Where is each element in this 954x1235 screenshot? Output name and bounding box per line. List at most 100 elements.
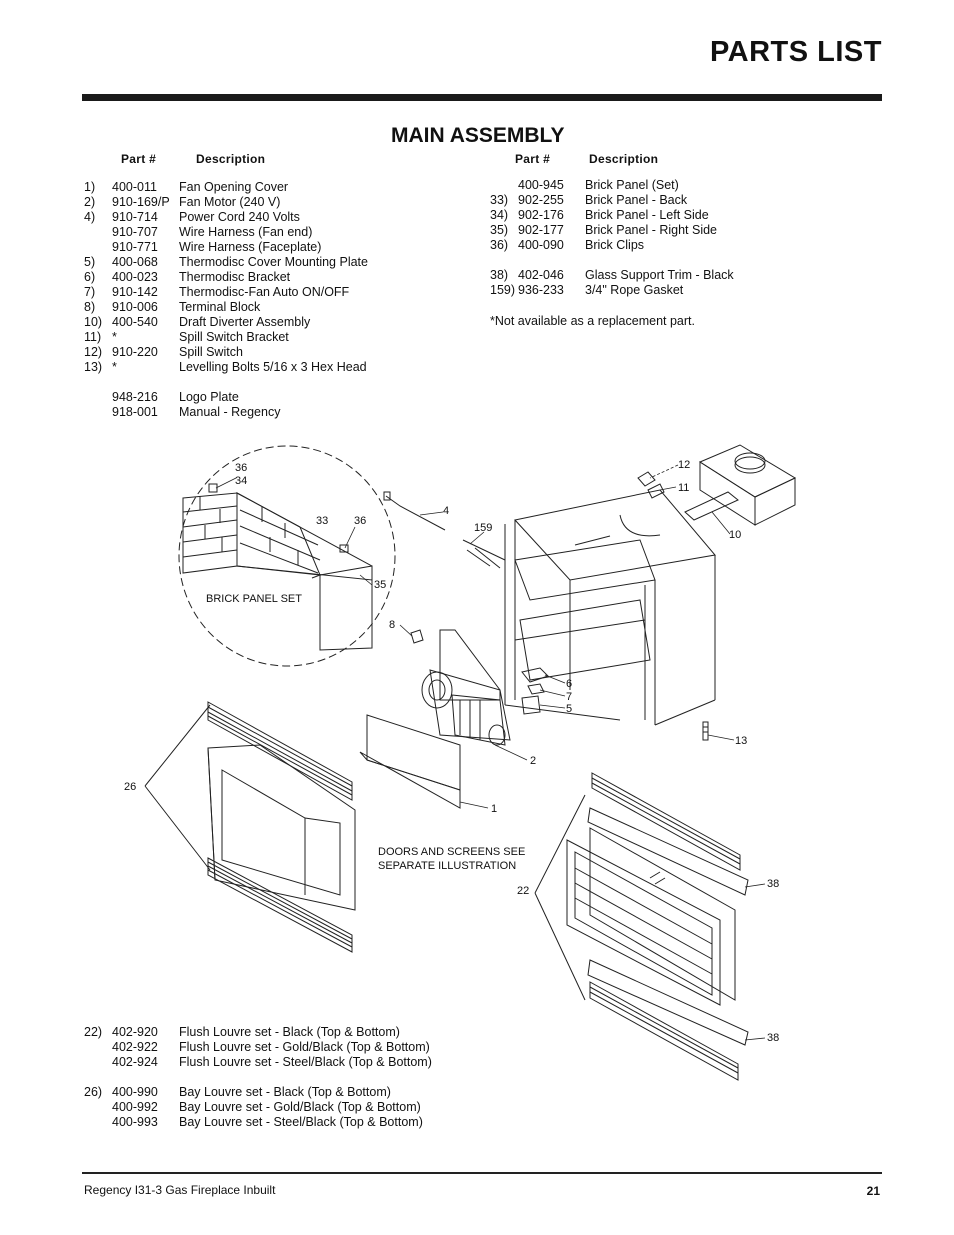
parts-part: 948-216	[112, 390, 158, 404]
parts-num: 33)	[490, 193, 509, 207]
callout-4: 4	[443, 505, 449, 517]
parts-part: 400-540	[112, 315, 158, 329]
parts-part: 910-707	[112, 225, 158, 239]
parts-row: 910-707 Wire Harness (Fan end)	[84, 225, 384, 240]
power-cord	[385, 495, 446, 531]
fan-opening-cover	[359, 714, 461, 809]
page-number: 21	[866, 1184, 880, 1198]
callout-1: 1	[491, 803, 497, 815]
brick-panel-enclosure	[178, 445, 396, 667]
parts-row: 402-922 Flush Louvre set - Gold/Black (To…	[84, 1040, 464, 1055]
right-part-header: Part #	[515, 152, 551, 166]
section-title: MAIN ASSEMBLY	[391, 124, 565, 147]
bay-louvre-top	[207, 701, 353, 801]
draft-diverter	[684, 444, 797, 526]
parts-num: 22)	[84, 1025, 103, 1039]
spill-switch-bracket	[647, 483, 665, 499]
parts-desc: Brick Panel - Left Side	[585, 208, 709, 222]
flush-louvre-top	[591, 772, 741, 871]
brick-panel-back	[236, 492, 373, 581]
parts-desc: Thermodisc Cover Mounting Plate	[179, 255, 368, 269]
parts-desc: Bay Louvre set - Steel/Black (Top & Bott…	[179, 1115, 423, 1129]
parts-row: 159)936-233 3/4" Rope Gasket	[490, 283, 790, 298]
parts-num: 1)	[84, 180, 96, 194]
firebox	[504, 489, 716, 726]
parts-desc: Terminal Block	[179, 300, 261, 314]
parts-num: 11)	[84, 330, 102, 344]
callout-7: 7	[566, 691, 572, 703]
parts-desc: Thermodisc-Fan Auto ON/OFF	[179, 285, 350, 299]
parts-desc: 3/4" Rope Gasket	[585, 283, 684, 297]
thermodisc	[527, 683, 545, 695]
parts-part: 400-990	[112, 1085, 158, 1099]
parts-part: 910-714	[112, 210, 158, 224]
parts-num: 26)	[84, 1085, 103, 1099]
parts-desc: Flush Louvre set - Gold/Black (Top & Bot…	[179, 1040, 430, 1054]
brick-panel-set-label: BRICK PANEL SET	[206, 593, 302, 605]
bay-louvre-bottom	[207, 857, 353, 953]
parts-desc: Brick Panel (Set)	[585, 178, 679, 192]
parts-desc: Wire Harness (Faceplate)	[179, 240, 322, 254]
parts-part: 400-992	[112, 1100, 158, 1114]
callout-36a: 36	[235, 462, 247, 474]
parts-desc: Bay Louvre set - Black (Top & Bottom)	[179, 1085, 391, 1099]
callout-5: 5	[566, 703, 572, 715]
parts-part: 400-023	[112, 270, 158, 284]
leader-lines	[215, 464, 766, 1041]
parts-row: 948-216 Logo Plate	[84, 390, 384, 405]
parts-desc: Fan Motor (240 V)	[179, 195, 281, 209]
callout-159: 159	[474, 522, 492, 534]
callout-11: 11	[678, 482, 689, 494]
parts-num: 7)	[84, 285, 96, 299]
blower-assembly	[421, 629, 511, 746]
callout-26: 26	[124, 781, 136, 793]
spill-switch	[637, 471, 656, 487]
right-description-header: Description	[589, 152, 659, 166]
parts-part: 910-771	[112, 240, 158, 254]
parts-part: 936-233	[518, 283, 564, 297]
parts-num: 5)	[84, 255, 96, 269]
callout-8: 8	[389, 619, 395, 631]
parts-part: 400-945	[518, 178, 564, 192]
glass-support-trim-bottom	[587, 959, 749, 1046]
parts-num: 12)	[84, 345, 103, 359]
replacement-note: *Not available as a replacement part.	[490, 314, 695, 328]
parts-part: 910-169/P	[112, 195, 170, 209]
parts-desc: Flush Louvre set - Black (Top & Bottom)	[179, 1025, 400, 1039]
left-description-header: Description	[196, 152, 266, 166]
parts-row: 910-771 Wire Harness (Faceplate)	[84, 240, 384, 255]
parts-desc: Glass Support Trim - Black	[585, 268, 734, 282]
brick-panel-left-side	[182, 492, 238, 574]
parts-desc: Draft Diverter Assembly	[179, 315, 311, 329]
parts-desc: Brick Panel - Back	[585, 193, 688, 207]
parts-num: 8)	[84, 300, 96, 314]
flush-faceplate	[566, 827, 736, 1006]
parts-desc: Brick Panel - Right Side	[585, 223, 718, 237]
page-title: PARTS LIST	[709, 36, 882, 68]
flush-louvre-bottom	[589, 981, 739, 1081]
left-part-header: Part #	[121, 152, 157, 166]
parts-desc: Wire Harness (Fan end)	[179, 225, 313, 239]
parts-part: 402-922	[112, 1040, 158, 1054]
brick-clip	[339, 544, 349, 553]
callout-22: 22	[517, 885, 529, 897]
parts-num: 159)	[490, 283, 516, 297]
parts-desc: Flush Louvre set - Steel/Black (Top & Bo…	[179, 1055, 432, 1069]
parts-part: 400-090	[518, 238, 564, 252]
callout-38a: 38	[767, 878, 779, 890]
parts-desc: Logo Plate	[179, 390, 239, 404]
